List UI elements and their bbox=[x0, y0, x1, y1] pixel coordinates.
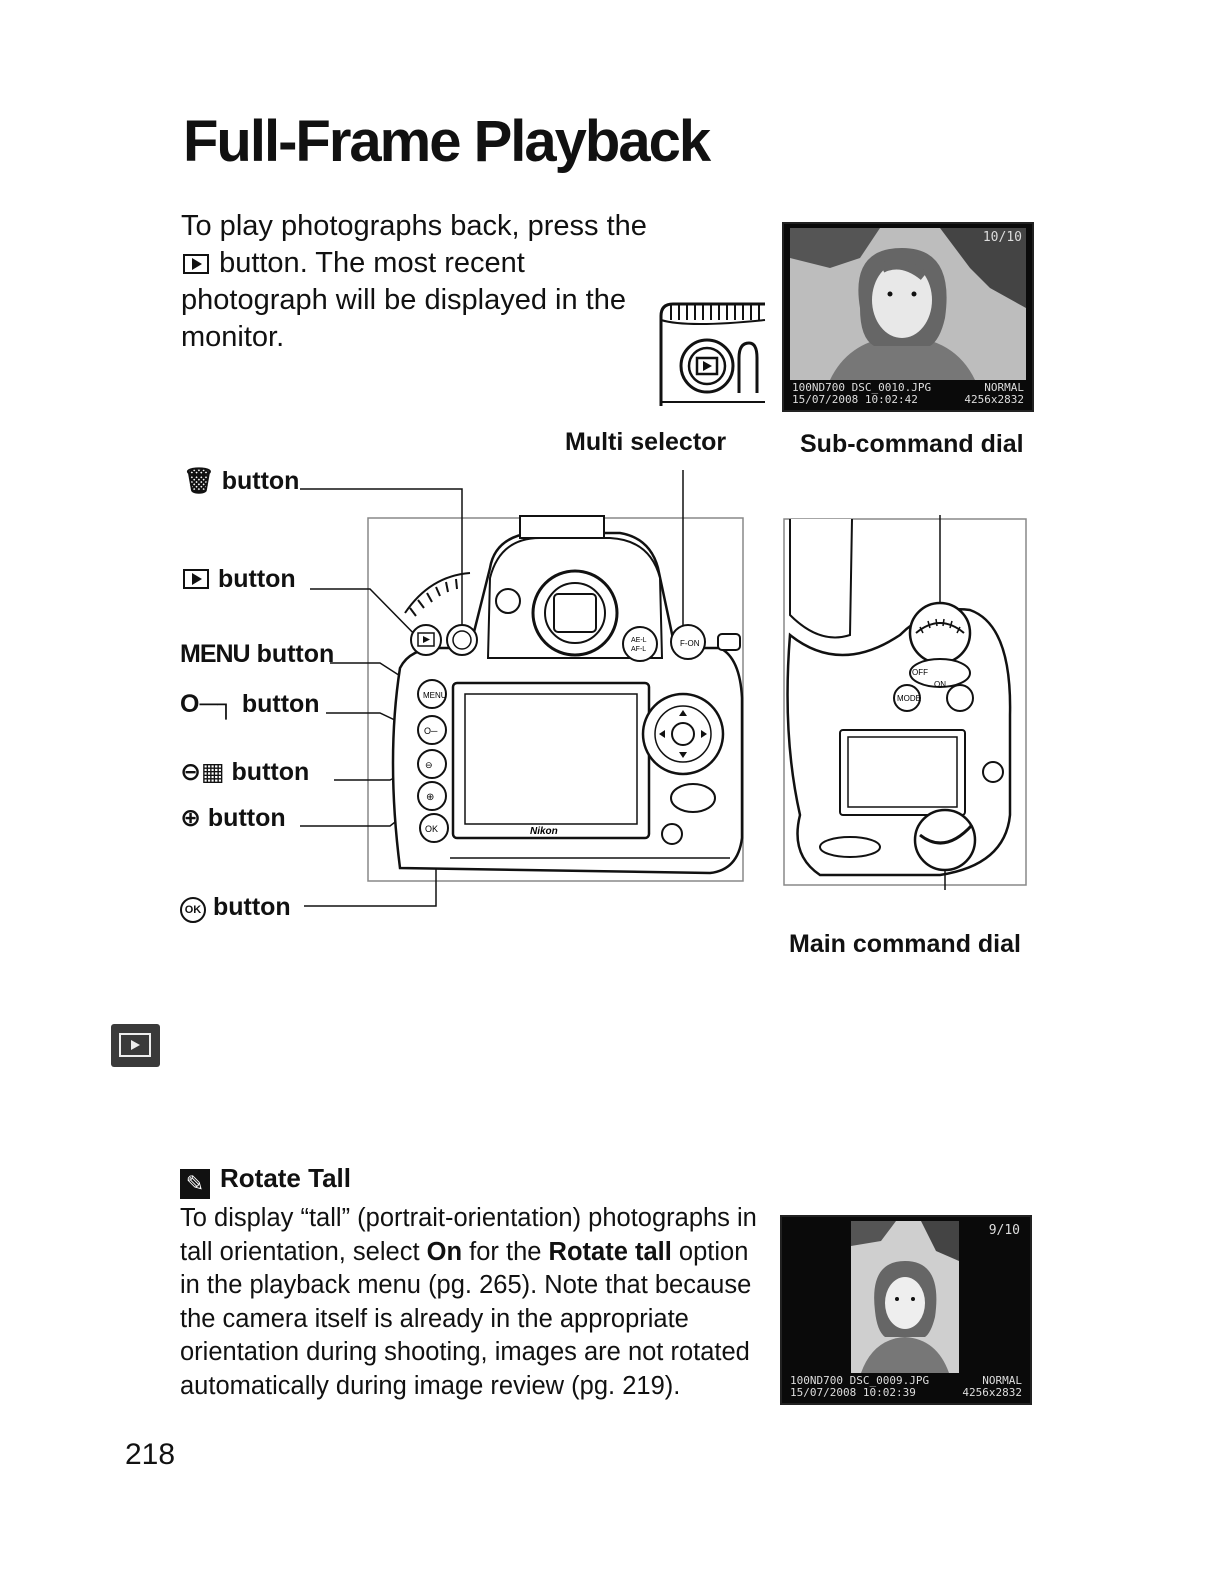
label-menu-button: MENU button bbox=[180, 640, 335, 668]
zoom-in-icon: ⊕ bbox=[180, 804, 201, 832]
svg-text:MODE: MODE bbox=[897, 694, 921, 703]
svg-text:AE-L: AE-L bbox=[631, 637, 647, 644]
label-sub-command-dial: Sub-command dial bbox=[800, 430, 1024, 458]
page-title: Full-Frame Playback bbox=[183, 109, 711, 174]
info-image-size: 4256x2832 bbox=[962, 1386, 1022, 1399]
label-delete-button: 🗑 button bbox=[183, 467, 300, 495]
info-image-size: 4256x2832 bbox=[964, 393, 1024, 406]
image-info: 100ND700 DSC_0010.JPG NORMAL 15/07/2008 1… bbox=[792, 382, 1024, 406]
info-date-time: 15/07/2008 10:02:39 bbox=[790, 1386, 916, 1399]
svg-text:OK: OK bbox=[425, 824, 438, 834]
svg-text:⊖: ⊖ bbox=[425, 760, 433, 770]
playback-icon bbox=[183, 254, 209, 274]
portrait-photo bbox=[790, 228, 1026, 380]
label-ok-button: OK button bbox=[180, 893, 291, 923]
intro-text-2: button. The most recent photograph will … bbox=[181, 247, 626, 353]
svg-text:ON: ON bbox=[934, 680, 946, 689]
camera-side-diagram: OFF ON MODE bbox=[783, 515, 1027, 890]
label-multi-selector: Multi selector bbox=[565, 428, 727, 456]
info-folder-file: 100ND700 DSC_0010.JPG bbox=[792, 381, 932, 394]
playback-icon bbox=[183, 569, 209, 589]
camera-back-diagram: F-ON AE-L AF-L MENU O─ ⊖ ⊕ OK Nikon bbox=[300, 470, 744, 907]
label-main-command-dial: Main command dial bbox=[789, 930, 1021, 958]
portrait-photo-tall bbox=[851, 1221, 959, 1373]
monitor-rotate-tall-screen: 9/10 100ND700 DSC_0009.JPG NORMAL 15/07/2… bbox=[780, 1215, 1032, 1405]
note-body: To display “tall” (portrait-orientation)… bbox=[180, 1204, 757, 1400]
intro-paragraph: To play photographs back, press the butt… bbox=[181, 208, 651, 356]
label-thumbnail-button: ⊖▦ button bbox=[180, 758, 310, 786]
info-folder-file: 100ND700 DSC_0009.JPG bbox=[790, 1374, 930, 1387]
zoom-out-thumbnail-icon: ⊖▦ bbox=[180, 758, 225, 786]
intro-text-1: To play photographs back, press the bbox=[181, 210, 647, 242]
monitor-playback-screen: 10/10 100ND700 DSC_0010.JPG NORMAL 15/07/… bbox=[782, 222, 1034, 412]
svg-text:⊕: ⊕ bbox=[426, 792, 434, 803]
key-icon: O─┐ bbox=[180, 690, 235, 718]
svg-text:O─: O─ bbox=[424, 726, 438, 736]
ok-icon: OK bbox=[180, 897, 206, 923]
image-counter: 10/10 bbox=[982, 230, 1022, 245]
info-quality: NORMAL bbox=[984, 381, 1024, 394]
label-zoom-button: ⊕ button bbox=[180, 804, 286, 832]
svg-text:OFF: OFF bbox=[912, 668, 928, 677]
image-info: 100ND700 DSC_0009.JPG NORMAL 15/07/2008 1… bbox=[790, 1375, 1022, 1399]
label-playback-button: button bbox=[181, 565, 296, 594]
page-number: 218 bbox=[125, 1438, 176, 1471]
svg-text:AF-L: AF-L bbox=[631, 646, 646, 653]
delete-icon: 🗑 bbox=[183, 467, 215, 495]
info-quality: NORMAL bbox=[982, 1374, 1022, 1387]
image-counter: 9/10 bbox=[988, 1223, 1020, 1238]
playback-button-illustration bbox=[659, 302, 766, 406]
camera-brand: Nikon bbox=[530, 826, 558, 837]
svg-text:MENU: MENU bbox=[423, 691, 447, 700]
label-protect-button: O─┐ button bbox=[180, 690, 320, 718]
note-heading: ✎Rotate Tall bbox=[180, 1163, 351, 1199]
pencil-note-icon: ✎ bbox=[180, 1169, 210, 1199]
info-date-time: 15/07/2008 10:02:42 bbox=[792, 393, 918, 406]
svg-text:F-ON: F-ON bbox=[680, 639, 700, 648]
playback-section-tab bbox=[111, 1024, 160, 1067]
